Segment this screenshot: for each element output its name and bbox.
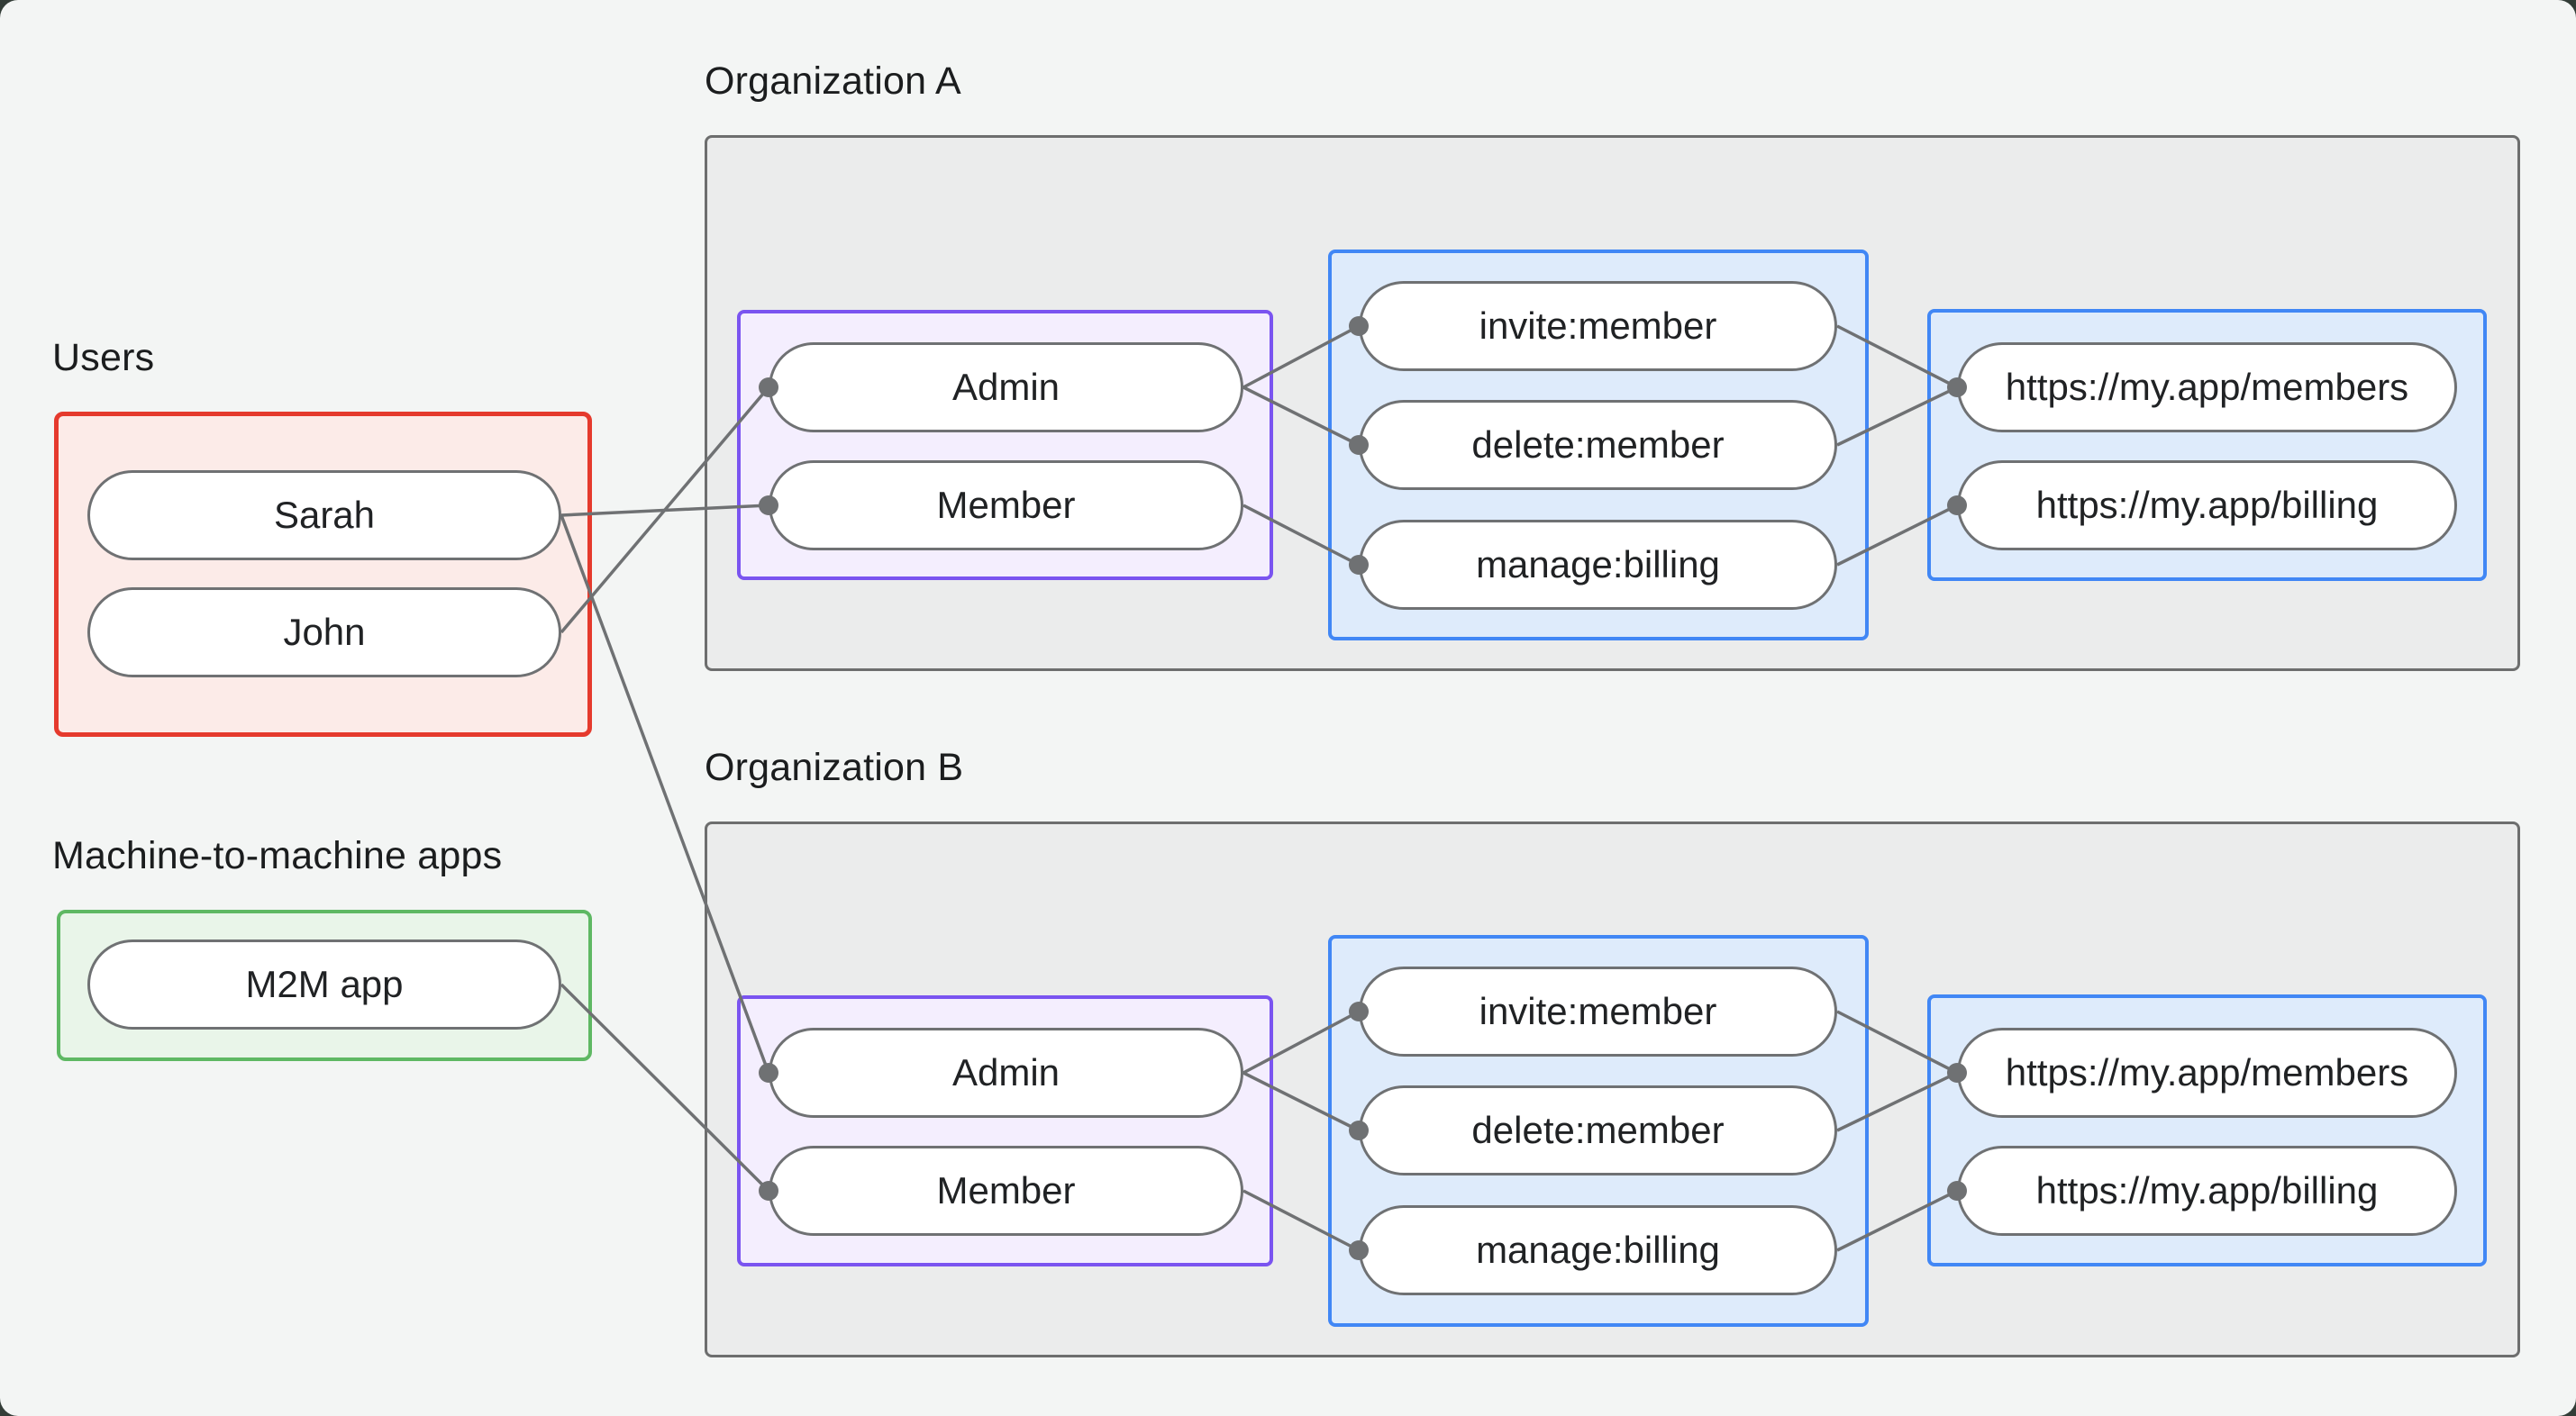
node-org-b-perm-invite-member: invite:member	[1359, 967, 1837, 1057]
node-user-john: John	[87, 587, 561, 677]
node-user-sarah: Sarah	[87, 470, 561, 560]
org-b-title: Organization B	[705, 746, 964, 789]
node-org-a-perm-manage-billing: manage:billing	[1359, 520, 1837, 610]
node-org-a-role-admin: Admin	[769, 342, 1243, 432]
node-org-b-role-admin: Admin	[769, 1028, 1243, 1118]
node-m2m-app: M2M app	[87, 939, 561, 1030]
org-a-title: Organization A	[705, 59, 961, 103]
users-group-label: Users	[52, 336, 155, 379]
node-org-b-role-member: Member	[769, 1146, 1243, 1236]
node-org-a-role-member: Member	[769, 460, 1243, 550]
node-org-b-api-members: https://my.app/members	[1957, 1028, 2457, 1118]
node-org-a-perm-delete-member: delete:member	[1359, 400, 1837, 490]
users-box	[54, 412, 592, 737]
node-org-a-api-members: https://my.app/members	[1957, 342, 2457, 432]
node-org-a-api-billing: https://my.app/billing	[1957, 460, 2457, 550]
node-org-b-perm-delete-member: delete:member	[1359, 1085, 1837, 1175]
node-org-b-perm-manage-billing: manage:billing	[1359, 1205, 1837, 1295]
node-org-b-api-billing: https://my.app/billing	[1957, 1146, 2457, 1236]
node-org-a-perm-invite-member: invite:member	[1359, 281, 1837, 371]
m2m-group-label: Machine-to-machine apps	[52, 834, 503, 877]
